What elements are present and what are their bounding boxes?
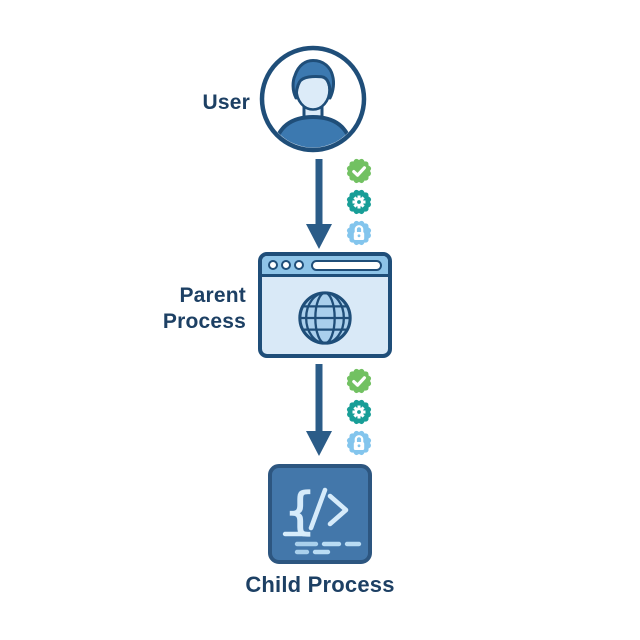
browser-dot — [294, 260, 304, 270]
browser-urlbar — [311, 259, 382, 271]
arrow-user-to-parent — [306, 159, 332, 249]
child-process-box: { — [268, 464, 372, 564]
code-icon: { — [282, 481, 362, 555]
security-lock-badge — [346, 220, 372, 246]
gear-icon — [351, 194, 367, 210]
parent-process-label: Parent Process — [162, 284, 246, 333]
browser-topbar — [262, 256, 388, 277]
settings-gear-badge — [346, 399, 372, 425]
user-avatar-icon — [259, 45, 367, 153]
trust-badges-parent-child — [345, 367, 373, 457]
user-label: User — [202, 91, 250, 114]
gear-icon — [351, 404, 367, 420]
trust-badges-user-parent — [345, 157, 373, 247]
verified-check-badge — [346, 158, 372, 184]
verified-check-badge — [346, 368, 372, 394]
browser-dot — [268, 260, 278, 270]
browser-dot — [281, 260, 291, 270]
arrow-parent-to-child — [306, 364, 332, 456]
code-lines — [282, 531, 362, 555]
child-process-label: Child Process — [245, 572, 395, 597]
browser-window-icon — [258, 252, 392, 358]
globe-icon — [298, 290, 352, 345]
brace-glyph: { — [285, 482, 315, 540]
browser-body — [262, 277, 388, 354]
security-lock-badge — [346, 430, 372, 456]
settings-gear-badge — [346, 189, 372, 215]
